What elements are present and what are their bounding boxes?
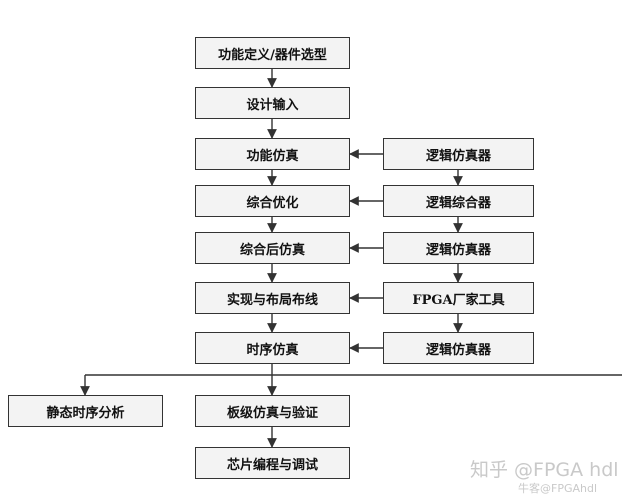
tool-logic-simulator-2: 逻辑仿真器 — [383, 232, 534, 264]
tool-fpga-vendor: FPGA厂家工具 — [383, 282, 534, 314]
main-step-7: 时序仿真 — [195, 332, 350, 364]
main-step-9: 芯片编程与调试 — [195, 447, 350, 479]
tool-logic-simulator-3: 逻辑仿真器 — [383, 332, 534, 364]
main-step-5: 综合后仿真 — [195, 232, 350, 264]
main-step-6: 实现与布局布线 — [195, 282, 350, 314]
watermark-nowcoder: 牛客@FPGAhdl — [518, 482, 598, 495]
side-static-timing-analysis: 静态时序分析 — [8, 395, 163, 427]
main-step-2: 设计输入 — [195, 87, 350, 119]
main-step-8: 板级仿真与验证 — [195, 395, 350, 427]
main-step-4: 综合优化 — [195, 185, 350, 217]
watermark-zhihu: 知乎 @FPGA hdl — [470, 459, 619, 481]
tool-logic-synthesizer: 逻辑综合器 — [383, 185, 534, 217]
tool-logic-simulator-1: 逻辑仿真器 — [383, 138, 534, 170]
main-step-3: 功能仿真 — [195, 138, 350, 170]
main-step-1: 功能定义/器件选型 — [195, 37, 350, 69]
